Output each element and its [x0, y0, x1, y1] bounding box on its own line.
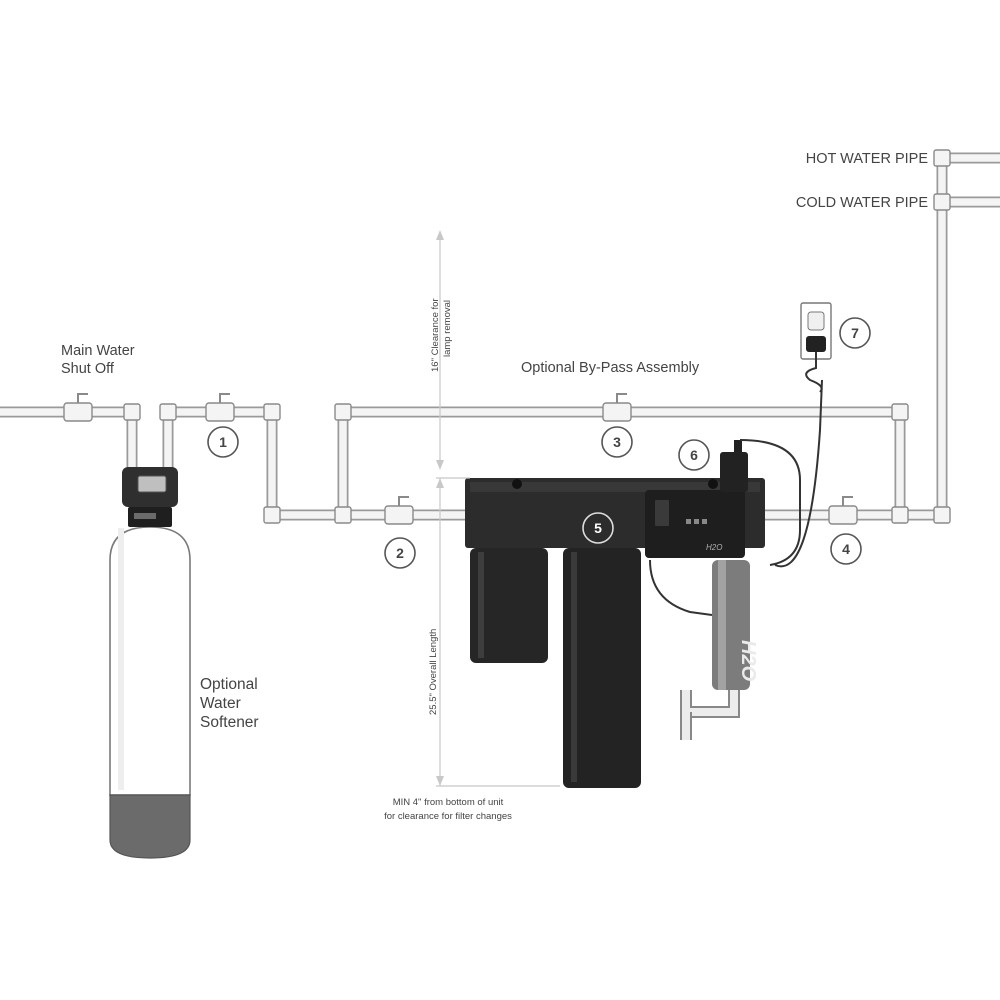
callout-6: 6	[678, 439, 710, 471]
softener-label-1: Optional	[200, 676, 258, 693]
softener-label-2: Water	[200, 695, 241, 712]
callout-1: 1	[207, 426, 239, 458]
callout-5: 5	[582, 512, 614, 544]
water-softener	[109, 467, 191, 859]
callout-3: 3	[601, 426, 633, 458]
dimension-overall-length	[436, 477, 560, 787]
overall-length-label: 25.5" Overall Length	[428, 629, 439, 715]
softener-label-3: Softener	[200, 714, 259, 731]
valve-4	[828, 496, 858, 525]
main-shutoff-label: Main Water	[61, 343, 135, 359]
svg-text:3: 3	[613, 434, 621, 450]
callout-4: 4	[830, 533, 862, 565]
min-clearance-label-1: MIN 4" from bottom of unit	[393, 797, 504, 808]
callout-7: 7	[839, 317, 871, 349]
svg-text:4: 4	[842, 541, 850, 557]
svg-text:6: 6	[690, 447, 698, 463]
svg-text:1: 1	[219, 434, 227, 450]
svg-text:5: 5	[594, 520, 602, 536]
lamp-clearance-label-1: 16" Clearance for	[430, 298, 441, 372]
uv-controller: H2O	[645, 490, 745, 558]
hot-water-pipe-label: HOT WATER PIPE	[806, 151, 929, 167]
main-shutoff-label-2: Shut Off	[61, 361, 115, 377]
valve-1	[205, 393, 235, 422]
uv-brand-text: H2O	[737, 640, 759, 682]
min-clearance-label-2: for clearance for filter changes	[384, 811, 512, 822]
svg-text:7: 7	[851, 325, 859, 341]
wall-outlet	[800, 302, 832, 393]
valve-2	[384, 496, 414, 525]
uv-chamber: H2O	[649, 379, 823, 740]
dimension-lamp-clearance	[436, 230, 444, 470]
valve-3	[602, 393, 632, 422]
cold-water-pipe-label: COLD WATER PIPE	[796, 195, 928, 211]
callout-2: 2	[384, 537, 416, 569]
main-shutoff-valve	[63, 393, 93, 422]
controller-brand: H2O	[706, 543, 722, 552]
lamp-clearance-label-2: lamp removal	[442, 300, 453, 357]
bypass-label: Optional By-Pass Assembly	[521, 360, 700, 376]
svg-text:2: 2	[396, 545, 404, 561]
